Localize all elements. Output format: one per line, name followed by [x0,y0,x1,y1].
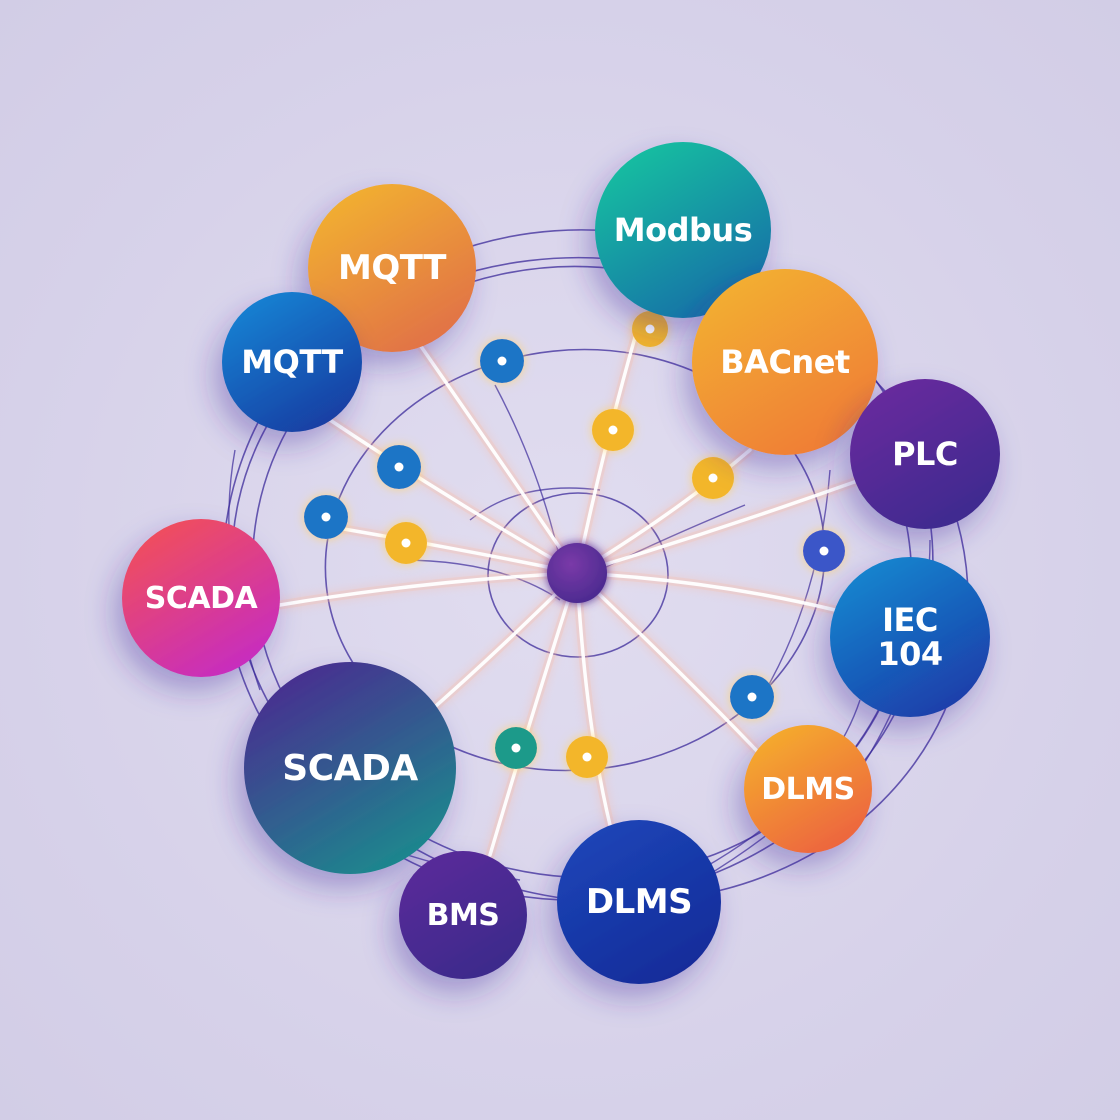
node-label: Modbus [614,211,752,249]
hub-link [575,571,837,612]
connection-dot [377,445,421,489]
node-label: BACnet [720,343,850,381]
hub-link [328,418,579,575]
connection-dots [304,311,845,778]
node-label-line: PLC [892,435,958,473]
node-label: SCADA [145,581,259,616]
connection-dot [632,311,668,347]
node-label-line: SCADA [282,748,418,789]
node-label-line: SCADA [145,581,259,616]
hub-link [575,478,862,575]
hub-link [278,571,579,607]
hub-link [318,523,579,575]
node-label-line: DLMS [586,882,692,922]
node-label-line: MQTT [241,343,343,381]
node-label: PLC [892,435,958,473]
node-circle-icon [692,269,878,455]
node-label: MQTT [338,248,447,288]
connection-dot [385,522,427,564]
orbit-arc [759,469,831,701]
protocol-node-scada-pink[interactable]: SCADA [122,519,280,677]
protocol-node-plc[interactable]: PLC [850,379,1000,529]
protocol-node-scada-purple[interactable]: SCADA [244,662,456,874]
connection-dot [692,457,734,499]
node-circle-icon [830,557,990,717]
node-label: BMS [427,898,500,933]
connection-dot [480,339,524,383]
protocol-node-dlms-orange[interactable]: DLMS [744,725,872,853]
node-label-line: BMS [427,898,500,933]
connection-dot [495,727,537,769]
hub-link [488,571,579,857]
hub-link [418,343,579,575]
connection-dot [566,736,608,778]
node-label-line: MQTT [338,248,447,288]
connection-dot [304,495,348,539]
node-label-line: IEC [882,601,938,639]
node-circle-icon [595,142,771,318]
node-circle-icon [557,820,721,984]
connection-dot [803,530,845,572]
hub-layer [547,543,607,603]
connection-dot [592,409,634,451]
node-label-line: DLMS [761,772,854,807]
node-label: DLMS [586,882,692,922]
hub-link-halo [572,568,615,830]
node-label: SCADA [282,748,418,789]
node-circle-icon [399,851,527,979]
protocol-node-modbus[interactable]: Modbus [595,142,771,318]
node-circle-icon [222,292,362,432]
node-label-line: Modbus [614,211,752,249]
hub-link [575,571,612,827]
hub-link-halo [275,568,582,610]
node-circle-icon [744,725,872,853]
protocol-node-mqtt-blue[interactable]: MQTT [222,292,362,432]
protocol-node-mqtt-orange[interactable]: MQTT [308,184,476,352]
node-circle-icon [244,662,456,874]
node-circle-icon [850,379,1000,529]
hub-link [575,571,777,772]
node-label: DLMS [761,772,854,807]
protocol-node-dlms-blue[interactable]: DLMS [557,820,721,984]
node-label-line: BACnet [720,343,850,381]
connection-dot [730,675,774,719]
node-circle-icon [308,184,476,352]
protocol-node-bacnet[interactable]: BACnet [692,269,878,455]
node-label: MQTT [241,343,343,381]
protocol-node-bms[interactable]: BMS [399,851,527,979]
node-label-line: 104 [877,635,942,673]
orbit-arc [399,559,561,601]
central-hub [547,543,607,603]
node-circle-icon [122,519,280,677]
